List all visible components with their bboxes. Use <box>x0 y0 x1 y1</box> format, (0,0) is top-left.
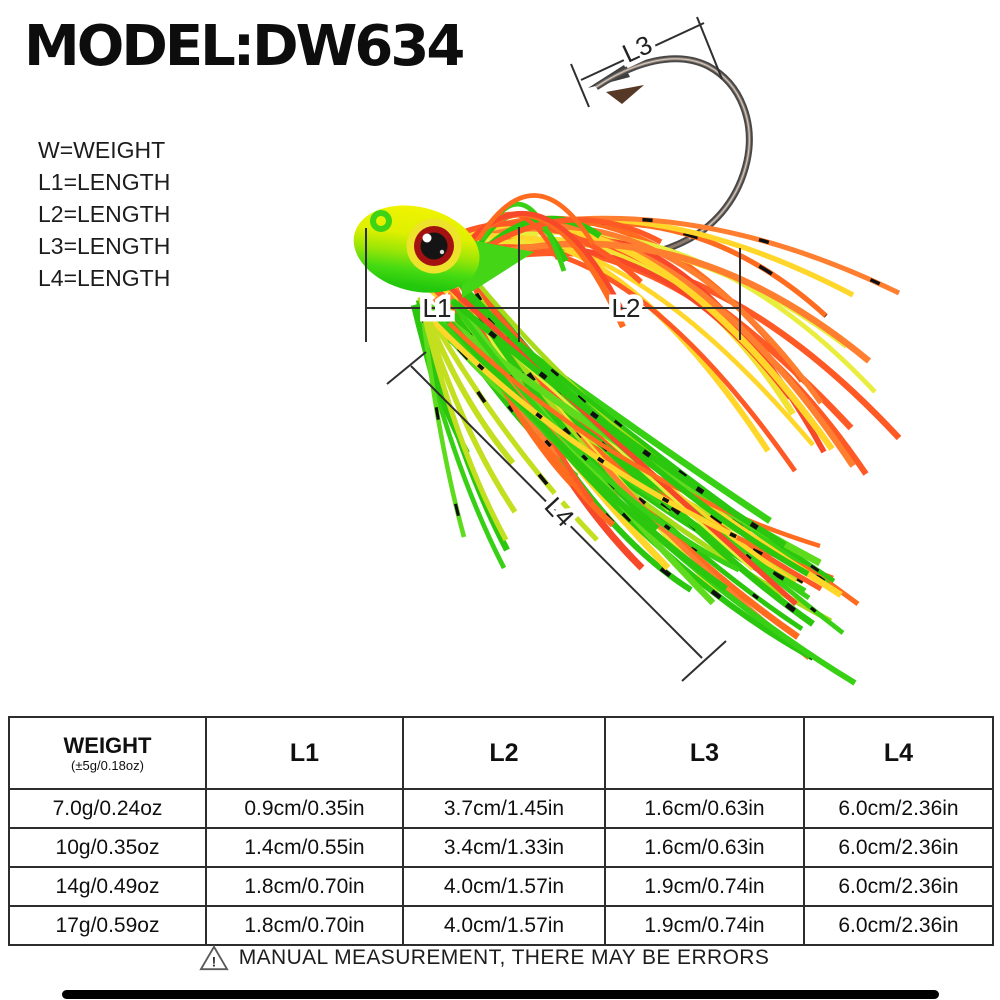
tick <box>570 63 590 108</box>
tick <box>696 16 723 80</box>
table-cell: 1.9cm/0.74in <box>604 905 805 946</box>
table-cell: 14g/0.49oz <box>8 866 207 907</box>
dimension-label-l1: L1 <box>423 293 452 323</box>
skirt-strand <box>428 316 739 540</box>
measurement-disclaimer: ! MANUAL MEASUREMENT, THERE MAY BE ERROR… <box>0 944 984 972</box>
table-cell: 3.7cm/1.45in <box>402 788 606 829</box>
skirt-strand <box>417 295 516 465</box>
table-header-l4: L4 <box>803 716 994 790</box>
skirt-strand <box>450 298 787 548</box>
jig-eye <box>406 218 462 274</box>
table-cell: 1.6cm/0.63in <box>604 788 805 829</box>
table-cell: 1.8cm/0.70in <box>205 905 404 946</box>
table-header-l1: L1 <box>205 716 404 790</box>
table-cell: 6.0cm/2.36in <box>803 788 994 829</box>
table-cell: 4.0cm/1.57in <box>402 905 606 946</box>
header-weight-label: WEIGHT <box>63 732 152 758</box>
tick <box>386 351 427 385</box>
legend-item: L1=LENGTH <box>38 169 171 195</box>
skirt-strand <box>439 277 798 607</box>
table-cell: 1.8cm/0.70in <box>205 866 404 907</box>
warning-text: MANUAL MEASUREMENT, THERE MAY BE ERRORS <box>238 946 770 969</box>
skirt-strand <box>438 309 728 592</box>
page-title: MODEL:DW634 <box>24 14 465 79</box>
skirt-strand <box>452 276 810 577</box>
skirt-strand <box>430 319 599 542</box>
table-cell: 6.0cm/2.36in <box>803 827 994 868</box>
skirt-strand <box>454 303 716 606</box>
table-header-l3: L3 <box>604 716 805 790</box>
table-cell: 17g/0.59oz <box>8 905 207 946</box>
skirt-strand <box>459 211 625 312</box>
legend-item: L3=LENGTH <box>38 233 171 259</box>
dimension-line-l4 <box>410 365 703 659</box>
skirt-strand <box>450 236 796 416</box>
header-weight-tolerance: (±5g/0.18oz) <box>71 757 144 773</box>
dimension-line-l3 <box>580 22 705 81</box>
tick <box>681 640 727 682</box>
warning-icon: ! <box>199 944 229 971</box>
table-cell: 10g/0.35oz <box>8 827 207 868</box>
table-cell: 0.9cm/0.35in <box>205 788 404 829</box>
skirt-strand <box>448 298 741 573</box>
table-header-row: WEIGHT (±5g/0.18oz) L1 L2 L3 L4 <box>8 716 994 790</box>
spec-table: WEIGHT (±5g/0.18oz) L1 L2 L3 L4 7.0g/0.2… <box>8 716 994 946</box>
bottom-bar <box>62 990 939 999</box>
line-tie-eyelet <box>370 210 392 232</box>
hook <box>588 55 753 258</box>
skirt-strand-fleck <box>477 314 693 592</box>
legend-item: W=WEIGHT <box>38 137 166 163</box>
table-cell: 1.4cm/0.55in <box>205 827 404 868</box>
dimension-label-l4: L4 <box>539 491 581 533</box>
table-cell: 1.6cm/0.63in <box>604 827 805 868</box>
table-cell: 1.9cm/0.74in <box>604 866 805 907</box>
dimension-legend: W=WEIGHT L1=LENGTH L2=LENGTH L3=LENGTH L… <box>38 134 170 294</box>
table-cell: 6.0cm/2.36in <box>803 866 994 907</box>
dimension-label-l2: L2 <box>612 293 641 323</box>
skirt-strand <box>420 309 509 542</box>
skirt-strand <box>476 193 596 246</box>
skirt-strand-fleck <box>420 308 466 538</box>
dimension-annotations: L1 L2 L3 L4 <box>365 16 741 682</box>
table-cell: 6.0cm/2.36in <box>803 905 994 946</box>
legend-item: L4=LENGTH <box>38 265 171 291</box>
table-header-weight: WEIGHT (±5g/0.18oz) <box>8 716 207 790</box>
table-cell: 7.0g/0.24oz <box>8 788 207 829</box>
table-header-l2: L2 <box>402 716 606 790</box>
warning-exclamation: ! <box>211 953 216 969</box>
legend-item: L2=LENGTH <box>38 201 171 227</box>
skirt-strand <box>447 321 821 549</box>
table-cell: 4.0cm/1.57in <box>402 866 606 907</box>
table-cell: 3.4cm/1.33in <box>402 827 606 868</box>
